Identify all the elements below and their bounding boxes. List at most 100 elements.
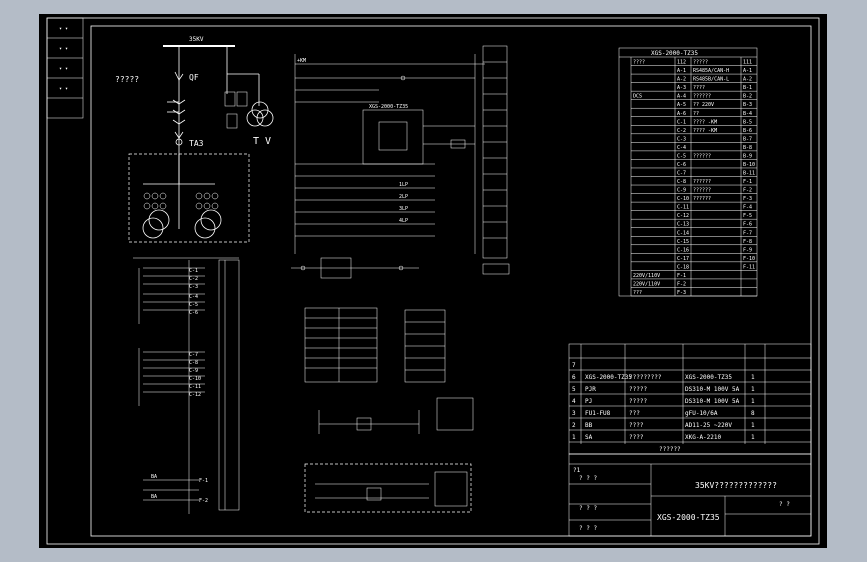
terminal-cell: B-9 <box>743 153 752 159</box>
tv-label: T V <box>253 136 271 147</box>
svg-text:C-8: C-8 <box>189 360 198 366</box>
svg-text:▾ ▾: ▾ ▾ <box>59 86 68 92</box>
terminal-cell: F-3 <box>743 196 752 202</box>
terminal-cell: C-16 <box>677 247 689 253</box>
title-block: 35KV????????????? XGS-2000-TZ35 ?1? ? ? … <box>568 453 812 537</box>
terminal-cell: ???? <box>693 85 705 91</box>
bom-cell: 7 <box>572 362 576 369</box>
terminal-cell: C-15 <box>677 239 689 245</box>
terminal-cell: A-2 <box>743 77 752 83</box>
qf-label: QF <box>189 73 199 82</box>
terminal-table-title: XGS-2000-TZ35 <box>651 50 698 57</box>
ct-dashed-box <box>128 153 250 243</box>
terminal-cell: 112 <box>677 60 686 66</box>
terminal-cell: C-9 <box>677 188 686 194</box>
svg-text:3LP: 3LP <box>399 206 408 212</box>
bom-cell: 8 <box>751 410 755 417</box>
terminal-cell: ?? <box>693 111 699 117</box>
bom-cell: XGS-2000-TZ35 <box>585 374 632 381</box>
svg-text:▾ ▾: ▾ ▾ <box>59 46 68 52</box>
svg-text:C-9: C-9 <box>189 368 198 374</box>
terminal-cell: A-5 <box>677 102 686 108</box>
bom-cell: XGS-2000-TZ35 <box>685 374 732 381</box>
bom-cell: 1 <box>751 398 755 405</box>
terminal-cell: F-10 <box>743 256 755 262</box>
svg-text:?1: ?1 <box>573 467 581 474</box>
terminal-cell: A-6 <box>677 111 686 117</box>
ta-label: TA3 <box>189 139 204 148</box>
schematic-drawing: ▾ ▾ ▾ ▾ ▾ ▾ ▾ ▾ 35KV ????? QF TA3 T V <box>46 17 820 545</box>
terminal-cell: F-5 <box>743 213 752 219</box>
svg-text:C-4: C-4 <box>189 294 198 300</box>
svg-text:2LP: 2LP <box>399 194 408 200</box>
svg-text:? ? ?: ? ? ? <box>579 505 597 512</box>
coil-legend-box <box>436 397 474 431</box>
outer-frame <box>46 17 820 545</box>
terminal-cell: C-5 <box>677 153 686 159</box>
terminal-cell: ?????? <box>693 188 711 194</box>
bom-cell: 6 <box>572 374 576 381</box>
svg-text:F-2: F-2 <box>199 498 208 504</box>
terminal-cell: A-1 <box>743 68 752 74</box>
bom-cell: 5 <box>572 386 576 393</box>
terminal-strip-right <box>482 45 508 259</box>
bom-cell: SA <box>585 434 593 441</box>
svg-text:C-6: C-6 <box>189 310 198 316</box>
svg-text:C-3: C-3 <box>189 284 198 290</box>
terminal-cell: F-7 <box>743 230 752 236</box>
terminal-cell: C-2 <box>677 128 686 134</box>
bom-cell: ??? <box>629 410 640 417</box>
terminal-cell: ?? 220V <box>693 102 714 108</box>
terminal-cell: A-3 <box>677 85 686 91</box>
bom-cell: 1 <box>751 386 755 393</box>
title-block-title: 35KV????????????? <box>695 481 777 490</box>
terminal-cell: A-1 <box>677 68 686 74</box>
bom-cell: DS310-M 100V 5A <box>685 386 740 393</box>
terminal-cell: C-10 <box>677 196 689 202</box>
terminal-cell: 220V/110V <box>633 281 660 287</box>
terminal-cell: 111 <box>743 60 752 66</box>
svg-text:F-1: F-1 <box>199 478 208 484</box>
title-block-drawing-no: XGS-2000-TZ35 <box>657 513 720 522</box>
svg-text:C-7: C-7 <box>189 352 198 358</box>
terminal-cell: ???? -KM <box>693 128 717 134</box>
inner-frame <box>90 25 812 537</box>
bom-cell: ????????? <box>629 374 662 381</box>
terminal-cell: ???? <box>633 60 645 66</box>
terminal-cell: C-7 <box>677 171 686 177</box>
svg-text:+KM: +KM <box>297 58 306 64</box>
svg-text:4LP: 4LP <box>399 218 408 224</box>
terminal-cell: B-5 <box>743 119 752 125</box>
terminal-cell: F-1 <box>743 179 752 185</box>
terminal-cell: RS485B/CAN-L <box>693 77 729 83</box>
terminal-cell: F-9 <box>743 247 752 253</box>
control-relay-box <box>362 109 424 165</box>
bom-cell: DS310-M 100V 5A <box>685 398 740 405</box>
terminal-cell: A-4 <box>677 94 686 100</box>
terminal-cell: B-1 <box>743 85 752 91</box>
terminal-cell: C-1 <box>677 119 686 125</box>
placeholder-label: ????? <box>115 75 139 84</box>
svg-text:C-1: C-1 <box>189 268 198 274</box>
svg-text:1LP: 1LP <box>399 182 408 188</box>
svg-text:BA: BA <box>151 474 157 480</box>
terminal-cell: F-8 <box>743 239 752 245</box>
svg-text:? ? ?: ? ? ? <box>579 525 597 532</box>
svg-text:BA: BA <box>151 494 157 500</box>
bom-cell: 1 <box>751 434 755 441</box>
terminal-cell: 220V/110V <box>633 273 660 279</box>
cad-viewport[interactable]: ▾ ▾ ▾ ▾ ▾ ▾ ▾ ▾ 35KV ????? QF TA3 T V <box>39 14 827 548</box>
svg-text:C-2: C-2 <box>189 276 198 282</box>
relay-block-mid <box>304 307 378 383</box>
trip-circuit-box <box>304 463 472 513</box>
svg-text:C-10: C-10 <box>189 376 201 382</box>
terminal-cell: C-17 <box>677 256 689 262</box>
svg-text:▾ ▾: ▾ ▾ <box>59 26 68 32</box>
bom-cell: XKG-A-2210 <box>685 434 722 441</box>
terminal-cell: C-14 <box>677 230 689 236</box>
svg-text:C-12: C-12 <box>189 392 201 398</box>
terminal-cell: ?????? <box>693 153 711 159</box>
bom-cell: PJ <box>585 398 592 405</box>
bom-cell: 1 <box>751 374 755 381</box>
